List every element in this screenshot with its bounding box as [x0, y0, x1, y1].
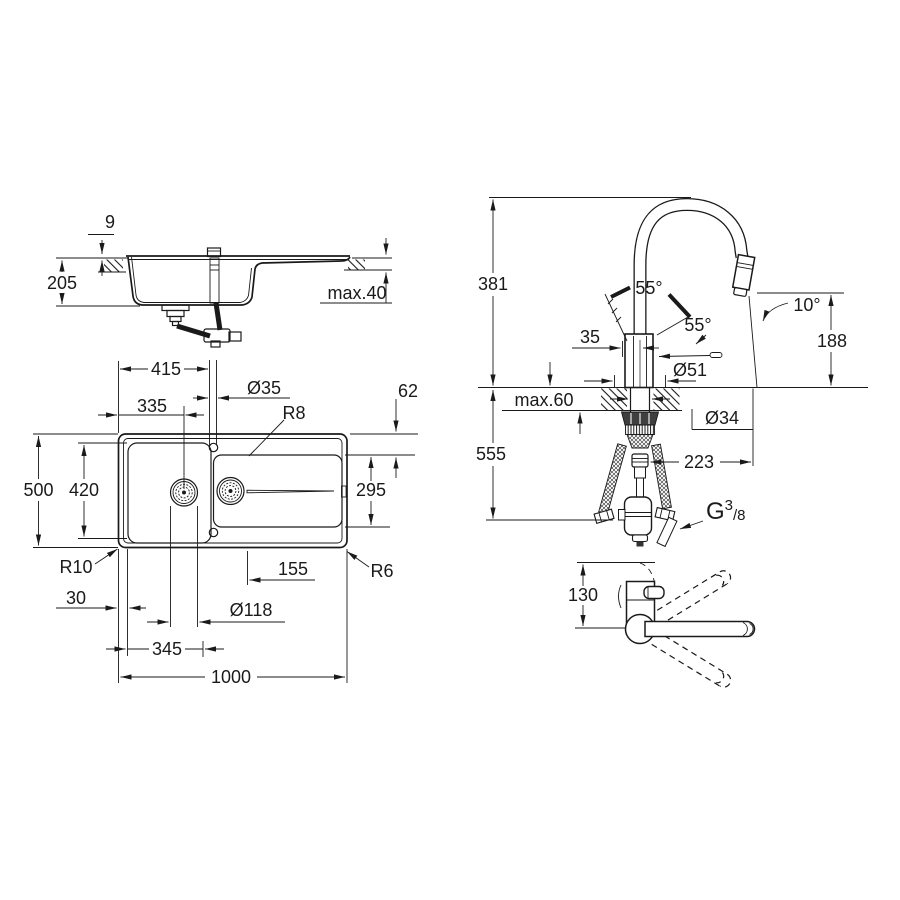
dim-drainer-width: 295 — [356, 457, 386, 525]
dim-drain-hole-dia-label: Ø118 — [230, 600, 273, 620]
sink-side-section-view: 9 205 max.40 — [47, 212, 392, 348]
dim-counter-max-label: max.60 — [514, 390, 573, 410]
dim-rim-height: 9 — [88, 212, 115, 276]
dim-base-dia-label: Ø51 — [673, 360, 707, 380]
dim-drainer-radius-label: R8 — [282, 403, 305, 423]
dim-body-depth: 130 — [568, 564, 598, 626]
dim-tap-hole-x-label: 415 — [151, 359, 181, 379]
dim-counter-thickness: max.40 — [320, 238, 392, 304]
dim-sink-width: 500 — [23, 436, 54, 546]
dim-lever-angle-a-label: 55° — [635, 278, 662, 298]
dim-drainer-width-label: 295 — [356, 480, 386, 500]
dim-sink-length: 1000 — [120, 667, 345, 687]
spray-axis-line — [748, 295, 758, 388]
dim-body-offset: 35 — [572, 327, 659, 357]
sink-outline — [117, 433, 348, 549]
sink-waste-standpipe — [206, 247, 222, 304]
dim-bowl-depth-label: 205 — [47, 273, 77, 293]
dim-bowl-width-label: 420 — [69, 480, 99, 500]
dim-drain-hole-dia: Ø118 — [147, 600, 285, 625]
faucet-lever — [604, 285, 723, 359]
sink-drainer — [212, 454, 343, 528]
dim-tap-hole-x: 415 — [120, 359, 208, 379]
overflow-slot — [341, 485, 347, 498]
dim-bowl-drain-x: 335 — [98, 396, 204, 418]
dim-rim-height-label: 9 — [105, 212, 115, 232]
dim-tap-hole-dia: Ø35 — [193, 378, 290, 401]
dim-install-height: 555 — [476, 390, 613, 521]
counter-hatch-right — [348, 259, 365, 270]
dim-body-offset-label: 35 — [580, 327, 600, 347]
dim-corner-radius-left: R10 — [59, 548, 118, 577]
dim-bowl-span-label: 345 — [152, 639, 182, 659]
tap-hole — [208, 442, 219, 453]
sink-bowl — [127, 442, 212, 544]
sink-bowl-section — [127, 256, 351, 306]
dim-spout-reach: 223 — [650, 452, 751, 472]
faucet-plan-handle — [643, 585, 665, 600]
hose-weight — [623, 496, 653, 536]
dim-outlet-height: 188 — [817, 295, 847, 386]
dim-bowl-width: 420 — [69, 445, 99, 537]
drain-assembly — [161, 302, 242, 348]
dim-outlet-height-label: 188 — [817, 331, 847, 351]
supply-hose-left — [598, 443, 627, 515]
dim-bowl-depth: 205 — [47, 260, 140, 307]
dim-edge-margin-label: 30 — [66, 588, 86, 608]
supply-hose-right — [651, 443, 672, 510]
dim-groove-length: 155 — [249, 559, 315, 583]
dim-thread-size: G3/8 — [679, 497, 746, 530]
spout-swivel-lower — [651, 629, 732, 688]
dim-drainer-offset: 62 — [393, 381, 418, 478]
dim-drainer-radius: R8 — [248, 403, 306, 457]
mounting-assembly — [593, 387, 678, 548]
counter-hatch-left — [104, 259, 123, 272]
dim-bowl-span: 345 — [106, 639, 224, 659]
dim-hole-dia: Ø34 — [610, 396, 753, 430]
dim-spray-angle-label: 10° — [793, 295, 820, 315]
dim-edge-margin: 30 — [56, 588, 146, 611]
spray-head — [731, 253, 756, 297]
dim-hole-dia-label: Ø34 — [705, 408, 739, 428]
dim-thread-size-label: G3/8 — [706, 497, 746, 525]
faucet-spout — [633, 197, 749, 388]
dim-sink-width-label: 500 — [23, 480, 53, 500]
dim-spout-height-label: 381 — [478, 274, 508, 294]
angle-arc — [762, 302, 789, 322]
dim-spout-reach-label: 223 — [684, 452, 714, 472]
dim-sink-length-label: 1000 — [211, 667, 251, 687]
faucet-side-view: 55° 55° 35 Ø51 10° 188 38 — [476, 197, 868, 548]
spout-swivel-upper — [647, 570, 732, 627]
dim-corner-radius-left-label: R10 — [59, 557, 92, 577]
accessory-hole — [208, 527, 219, 538]
faucet-body — [624, 333, 654, 389]
dim-groove-length-label: 155 — [278, 559, 308, 579]
faucet-plan-view: 130 — [568, 562, 756, 688]
dim-body-depth-label: 130 — [568, 585, 598, 605]
sink-top-view: 415 Ø35 335 R8 62 500 — [23, 359, 418, 687]
dim-tap-hole-dia-label: Ø35 — [247, 378, 281, 398]
dim-corner-radius-right: R6 — [346, 551, 394, 581]
dim-spout-height: 381 — [478, 199, 508, 386]
dim-install-height-label: 555 — [476, 444, 506, 464]
drainer-drain-strainer — [216, 476, 245, 506]
dim-lever-angle-b-label: 55° — [684, 315, 711, 335]
drainer-groove — [246, 489, 335, 494]
dim-counter-max: max.60 — [514, 362, 583, 434]
dim-base-dia: Ø51 — [584, 360, 707, 387]
dim-corner-radius-right-label: R6 — [370, 561, 393, 581]
dim-counter-thickness-label: max.40 — [327, 283, 386, 303]
spout-plan — [644, 620, 756, 638]
dim-drainer-offset-label: 62 — [398, 381, 418, 401]
dim-bowl-drain-x-label: 335 — [137, 396, 167, 416]
